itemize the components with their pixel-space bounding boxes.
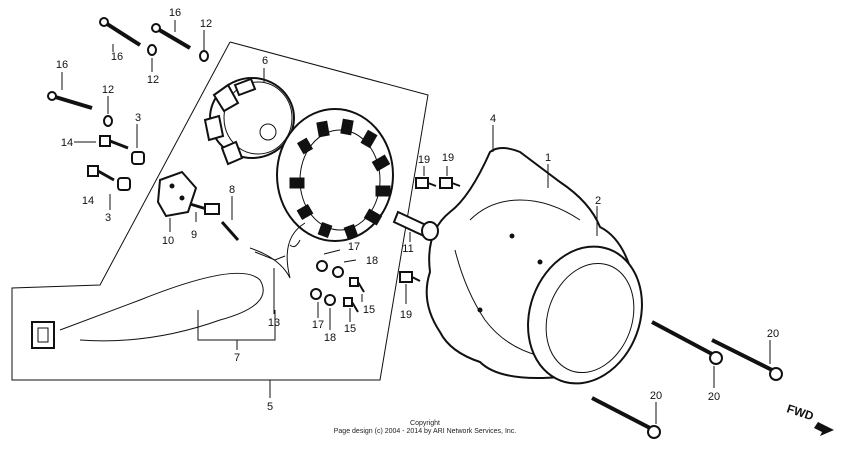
callout-13: 13 bbox=[268, 317, 280, 329]
rotor[interactable] bbox=[203, 77, 295, 166]
callout-1: 1 bbox=[545, 152, 551, 164]
callout-18-a: 18 bbox=[366, 255, 378, 267]
callout-20-a: 20 bbox=[767, 328, 779, 340]
cover-ring[interactable] bbox=[509, 230, 660, 399]
callout-12-c: 12 bbox=[102, 84, 114, 96]
callout-15-a: 15 bbox=[363, 304, 375, 316]
callout-14-b: 14 bbox=[82, 195, 94, 207]
bolt-19-c[interactable] bbox=[399, 271, 421, 283]
callout-3-b: 3 bbox=[105, 212, 111, 224]
wire-harness[interactable] bbox=[31, 222, 306, 349]
washer-18-a[interactable] bbox=[332, 266, 344, 278]
screw-15-a[interactable] bbox=[349, 277, 365, 293]
callout-16-c: 16 bbox=[56, 59, 68, 71]
callout-12-b: 12 bbox=[147, 74, 159, 86]
bolt-11[interactable] bbox=[392, 210, 439, 241]
callout-8: 8 bbox=[229, 184, 235, 196]
callout-14-a: 14 bbox=[61, 137, 73, 149]
bracket-8[interactable] bbox=[204, 203, 240, 241]
long-bolt-20-a[interactable] bbox=[651, 320, 723, 365]
bolt-16-c[interactable] bbox=[47, 91, 93, 110]
callout-20-b: 20 bbox=[708, 391, 720, 403]
leader-lines bbox=[61, 20, 771, 424]
copyright-line-2: Page design (c) 2004 - 2014 by ARI Netwo… bbox=[333, 428, 517, 435]
callout-4: 4 bbox=[490, 113, 496, 125]
bolt-14-a[interactable] bbox=[99, 135, 129, 150]
callout-18-b: 18 bbox=[324, 332, 336, 344]
screw-15-b[interactable] bbox=[343, 297, 359, 313]
callout-3-a: 3 bbox=[135, 112, 141, 124]
collar-3-b[interactable] bbox=[117, 177, 131, 191]
long-bolt-20-b[interactable] bbox=[711, 338, 783, 381]
collar-3-a[interactable] bbox=[131, 151, 145, 165]
bolt-16-a[interactable] bbox=[99, 17, 142, 47]
callout-5: 5 bbox=[267, 401, 273, 413]
callout-15-b: 15 bbox=[344, 323, 356, 335]
bolt-14-b[interactable] bbox=[87, 165, 115, 182]
forward-arrow-icon bbox=[814, 422, 834, 436]
bolt-19-a[interactable] bbox=[415, 177, 437, 189]
callout-12-a: 12 bbox=[200, 18, 212, 30]
callout-19-a: 19 bbox=[418, 154, 430, 166]
callout-19-c: 19 bbox=[400, 309, 412, 321]
washer-17-a[interactable] bbox=[316, 260, 328, 272]
callout-7: 7 bbox=[234, 352, 240, 364]
callout-6: 6 bbox=[262, 55, 268, 67]
copyright-line-1: Copyright bbox=[410, 420, 440, 427]
washer-12-b[interactable] bbox=[147, 44, 157, 56]
bolt-19-b[interactable] bbox=[439, 177, 461, 189]
callout-20-c: 20 bbox=[650, 390, 662, 402]
pulser-plate[interactable] bbox=[156, 170, 198, 218]
callout-9: 9 bbox=[191, 229, 197, 241]
callout-19-b: 19 bbox=[442, 152, 454, 164]
callout-16-a: 16 bbox=[111, 51, 123, 63]
callout-17-b: 17 bbox=[312, 319, 324, 331]
washer-17-b[interactable] bbox=[310, 288, 322, 300]
bolt-16-b[interactable] bbox=[151, 23, 192, 50]
callout-16-b: 16 bbox=[169, 7, 181, 19]
long-bolt-20-c[interactable] bbox=[591, 396, 661, 439]
assembly-boundary bbox=[11, 41, 429, 381]
washer-12-c[interactable] bbox=[103, 115, 113, 127]
washer-18-b[interactable] bbox=[324, 294, 336, 306]
stator[interactable] bbox=[276, 108, 394, 248]
washer-12-a[interactable] bbox=[199, 50, 209, 62]
callout-17-a: 17 bbox=[348, 241, 360, 253]
callout-11: 11 bbox=[402, 243, 413, 255]
callout-2: 2 bbox=[595, 195, 601, 207]
callout-10: 10 bbox=[162, 235, 174, 247]
